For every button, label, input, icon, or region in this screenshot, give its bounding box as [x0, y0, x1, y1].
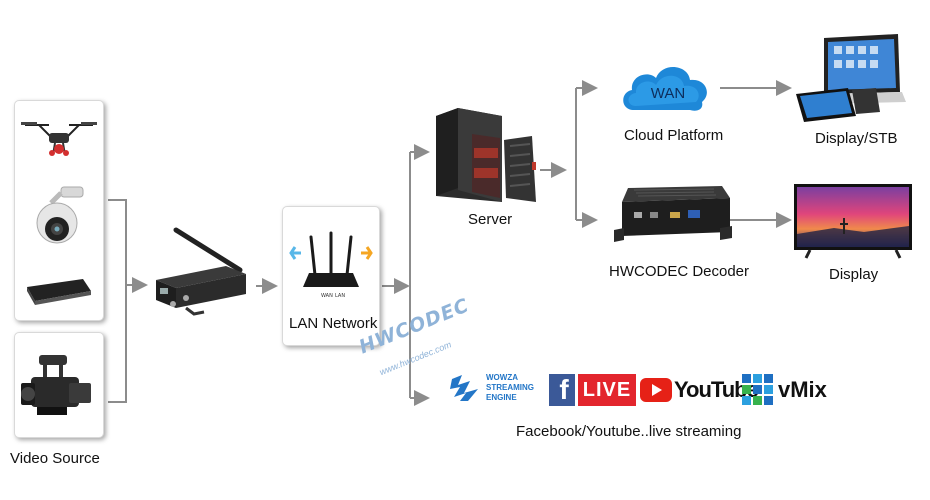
facebook-logo: f [549, 374, 575, 406]
camcorder-card [14, 332, 104, 438]
vmix-grid-icon [742, 374, 773, 405]
vmix-text: vMix [778, 377, 827, 402]
facebook-f: f [559, 374, 569, 405]
live-text: LIVE [582, 378, 632, 401]
router-icon: WAN LAN [289, 231, 373, 299]
wowza-logo: WOWZA STREAMING ENGINE [448, 370, 534, 406]
wowza-line2: STREAMING [486, 383, 534, 392]
live-badge: LIVE [578, 374, 636, 406]
server-tower-icon [436, 108, 536, 202]
decoder-device-icon [614, 186, 732, 242]
dome-camera-icon [36, 186, 84, 244]
lan-network-card: WAN LAN LAN Network [282, 206, 380, 346]
laptop-tablet-icon [796, 34, 906, 122]
set-top-box-icon [27, 279, 91, 305]
lan-network-label: LAN Network [289, 315, 378, 332]
wowza-line3: ENGINE [486, 393, 517, 402]
router-lan-port: LAN [335, 293, 345, 299]
youtube-play-icon [640, 378, 672, 402]
video-source-label: Video Source [10, 450, 100, 467]
cloud-wan-text: WAN [651, 85, 685, 102]
tv-display-icon [794, 184, 912, 259]
router-wan-port: WAN [321, 293, 333, 299]
cloud-platform-label: Cloud Platform [624, 127, 724, 144]
drone-icon [21, 122, 97, 156]
display-label: Display [829, 266, 879, 283]
video-source-group [14, 100, 104, 321]
wowza-icon [450, 375, 478, 401]
youtube-logo: YouTube [640, 374, 759, 406]
streaming-label: Facebook/Youtube..live streaming [516, 423, 742, 440]
wowza-line1: WOWZA [486, 373, 518, 382]
cloud-icon: WAN [623, 66, 707, 111]
server-label: Server [468, 211, 513, 228]
encoder-icon [156, 227, 246, 316]
camcorder-icon [21, 355, 91, 415]
vmix-logo: vMix [742, 374, 827, 406]
hwcodec-decoder-label: HWCODEC Decoder [609, 263, 750, 280]
display-stb-label: Display/STB [815, 130, 898, 147]
